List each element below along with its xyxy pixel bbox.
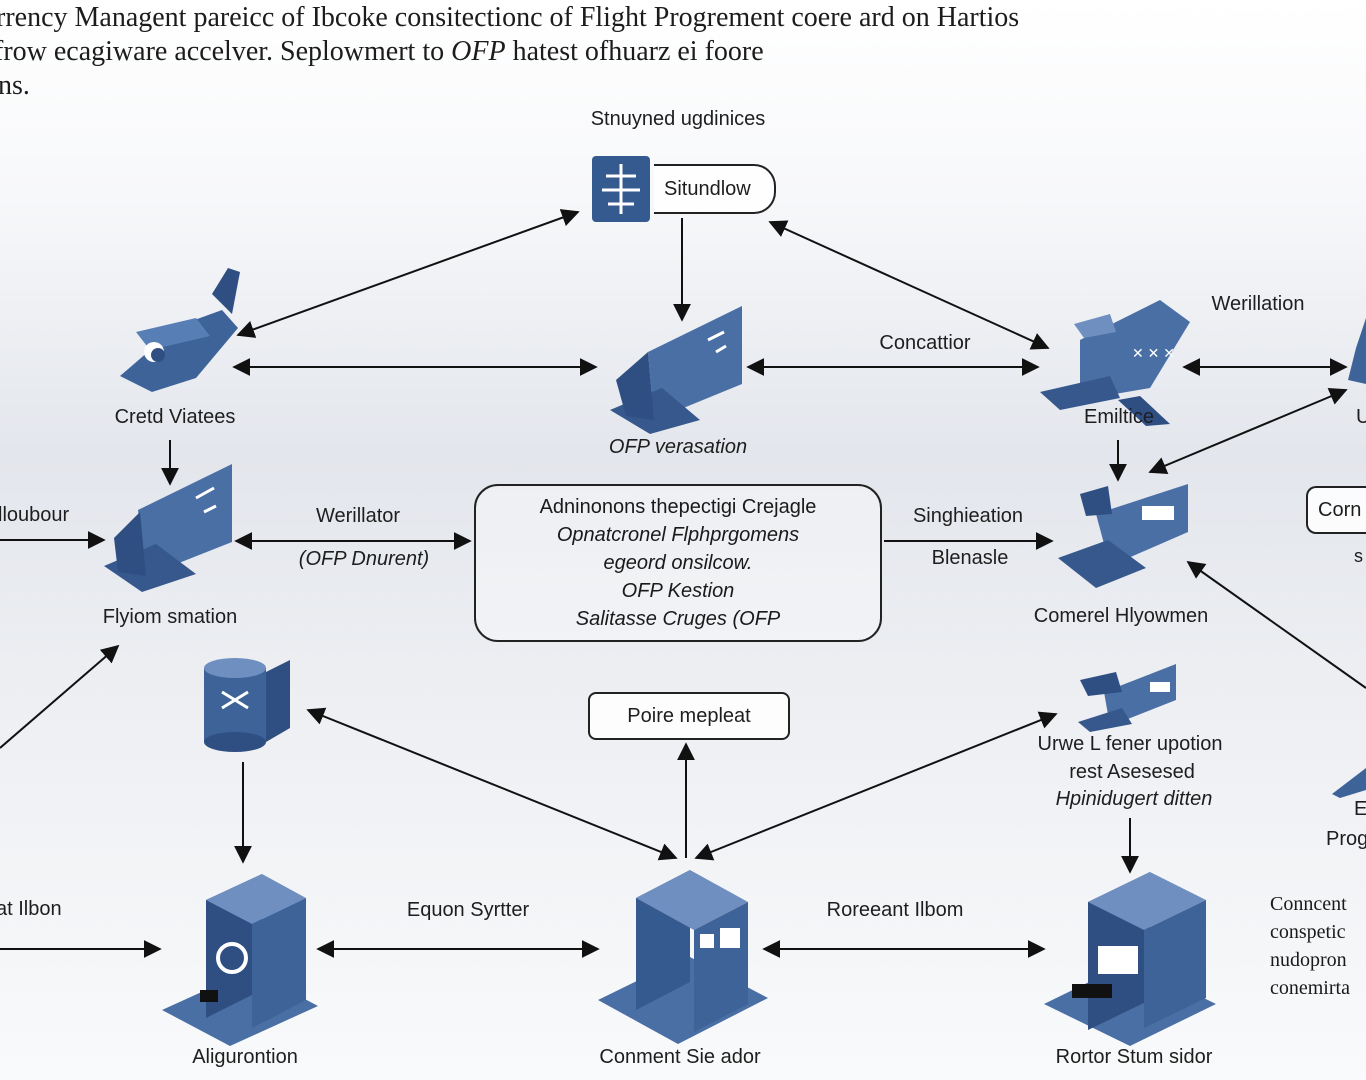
server-icon [162, 874, 318, 1046]
label-werillator: Werillator [315, 505, 401, 527]
header-line-2b: hatest ofhuarz ei foore [505, 36, 764, 67]
top-caption: Stnuyned ugdinices [590, 108, 766, 130]
airplane-icon [1332, 768, 1366, 798]
header-line-1: rrency Managent pareicc of Ibcoke consit… [0, 2, 1020, 33]
airplane-icon [120, 268, 240, 392]
center-line-1: Adninonons thepectigi Crejagle [539, 496, 817, 518]
side-line-3: nudopron [1270, 949, 1347, 971]
label-uwe-2: rest Asesesed [1069, 761, 1195, 783]
label-right-e: E [1354, 798, 1366, 820]
arrow-conment-urwe [694, 711, 1058, 861]
side-line-4: conemirta [1270, 977, 1350, 999]
airplane-icon [1078, 664, 1176, 732]
conn-box[interactable]: Corn [1306, 486, 1366, 534]
label-uwe-1: Urwe L fener upotion [1037, 733, 1223, 755]
label-uwe-3: Hpinidugert ditten [1055, 788, 1213, 810]
header-text: rrency Managent pareicc of Ibcoke consit… [0, 0, 1366, 110]
top-box[interactable]: Situndlow [654, 164, 776, 214]
side-line-1: Conncent [1270, 893, 1347, 915]
airplane-icon [1058, 484, 1188, 588]
route-icon [592, 156, 650, 222]
building-icon [598, 870, 768, 1044]
center-box[interactable]: Adninonons thepectigi Crejagle Opnatcron… [474, 484, 882, 642]
arrow-right-comerel [1148, 387, 1348, 475]
label-emilitice: Emiltice [1083, 406, 1155, 428]
center-line-5: Salitasse Cruges (OFP [575, 608, 781, 630]
label-blenasle: Blenasle [931, 547, 1009, 569]
header-line-2a: frow ecagiware accelver. Seplowmert to [0, 36, 452, 67]
header-line-2: frow ecagiware accelver. Seplowmert to O… [0, 36, 764, 68]
label-roreeant: Roreeant Ilbom [826, 899, 964, 921]
arrow-low-flyiom [0, 644, 120, 749]
label-ofp-versation: OFP verasation [608, 436, 748, 458]
database-icon [204, 658, 290, 752]
center-line-4: OFP Kestion [621, 580, 735, 602]
side-line-2: conspetic [1270, 921, 1346, 943]
label-werillation-top: Werillation [1211, 293, 1305, 315]
center-line-3: egeord onsilcow. [603, 552, 753, 574]
server-icon [1044, 872, 1216, 1046]
airplane-icon [1348, 318, 1366, 384]
label-comerel: Comerel Hlyowmen [1033, 605, 1209, 627]
label-flyiom: Flyiom smation [102, 606, 238, 628]
arrow-db-conment [306, 707, 678, 861]
label-right-prog: Prog [1326, 828, 1366, 850]
airplane-icon [104, 464, 232, 592]
label-at-ilbon: at Ilbon [0, 898, 62, 920]
header-line-2-em: OFP [451, 36, 506, 67]
label-conment: Conment Sie ador [599, 1046, 761, 1068]
arrow-comerel-right [1186, 560, 1366, 689]
header-line-3: ns. [0, 70, 30, 101]
poire-box[interactable]: Poire mepleat [588, 692, 790, 740]
label-equon: Equon Syrtter [406, 899, 530, 921]
arrow-top-emilitice [768, 220, 1050, 350]
label-ofp-dnurent: (OFP Dnurent) [298, 548, 430, 570]
label-lloubour: lloubour [0, 504, 70, 526]
label-singhieation: Singhieation [912, 505, 1024, 527]
connectors [0, 209, 1366, 958]
airplane-icon: ✕ ✕ ✕ [1040, 300, 1190, 426]
side-text: Conncent conspetic nudopron conemirta [1270, 890, 1350, 1002]
label-rortor: Rortor Stum sidor [1055, 1046, 1213, 1068]
airplane-icon [610, 306, 742, 434]
label-concattior: Concattior [879, 332, 971, 354]
label-conn-sub: s [1354, 546, 1363, 566]
center-line-2: Opnatcronel Flphprgomens [556, 524, 800, 546]
label-right-top-cut: U [1356, 406, 1366, 428]
arrow-plane-top [236, 209, 580, 338]
label-aligurontion: Aligurontion [192, 1046, 298, 1068]
svg-text:✕ ✕ ✕: ✕ ✕ ✕ [1132, 345, 1175, 361]
label-cred-viates: Cretd Viatees [114, 406, 236, 428]
